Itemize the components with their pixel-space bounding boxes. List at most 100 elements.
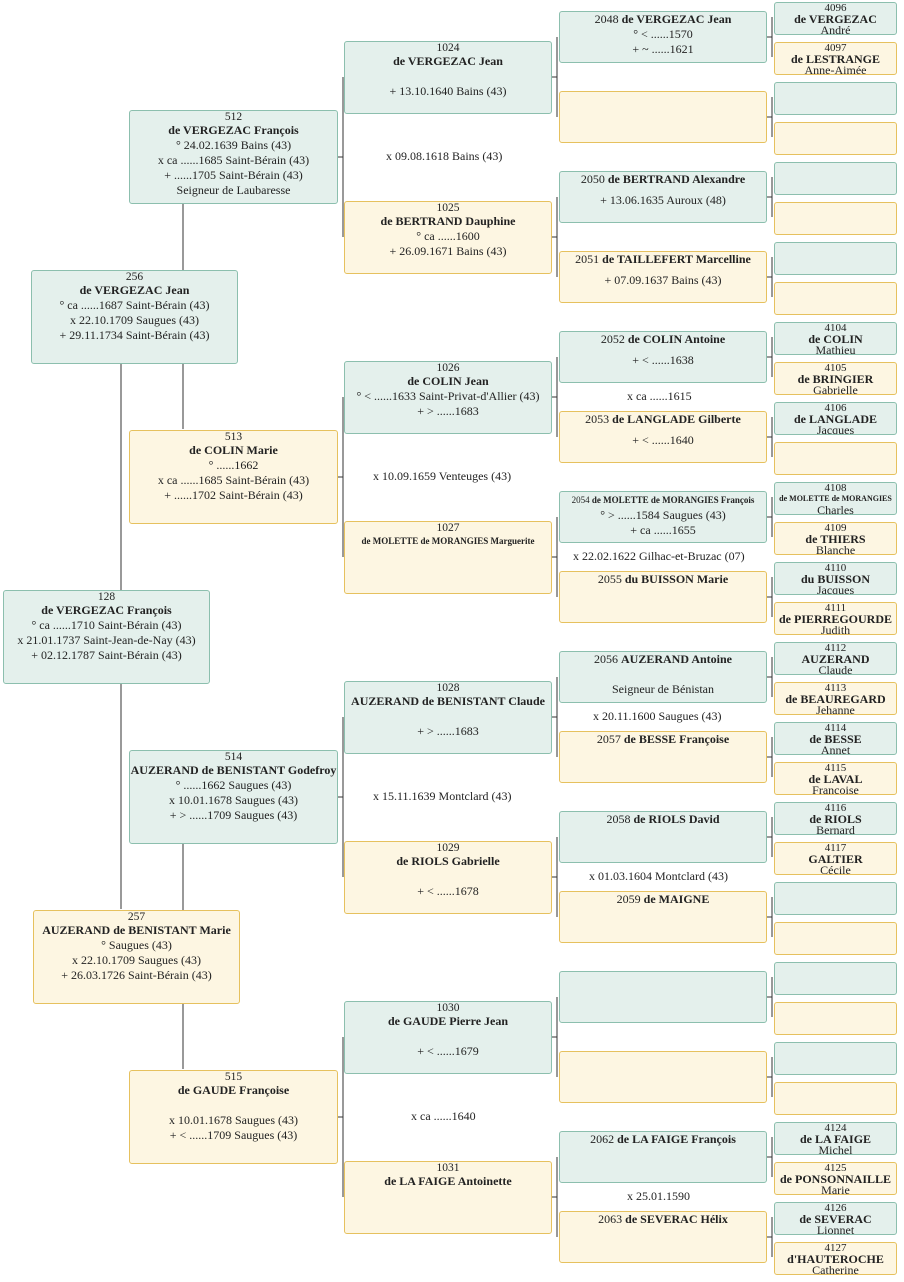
- person-512[interactable]: 512 de VERGEZAC François ° 24.02.1639 Ba…: [129, 110, 338, 204]
- person-2052[interactable]: 2052 de COLIN Antoine + < ......1638: [559, 331, 767, 383]
- person-256[interactable]: 256 de VERGEZAC Jean ° ca ......1687 Sai…: [31, 270, 238, 364]
- person-2060-empty[interactable]: [559, 971, 767, 1023]
- text-p1029-l3: + < ......1678: [417, 884, 479, 898]
- text-p2048-l3: + ~ ......1621: [632, 42, 694, 56]
- person-2053[interactable]: 2053 de LANGLADE Gilberte + < ......1640: [559, 411, 767, 463]
- person-514[interactable]: 514 AUZERAND de BENISTANT Godefroy ° ...…: [129, 750, 338, 844]
- person-1031[interactable]: 1031 de LA FAIGE Antoinette: [344, 1161, 552, 1234]
- person-4107-empty[interactable]: [774, 442, 897, 475]
- text-p1030-num: 1030: [436, 1002, 460, 1014]
- text-p128-l2: x 21.01.1737 Saint-Jean-de-Nay (43): [17, 633, 196, 647]
- person-4102-empty[interactable]: [774, 242, 897, 275]
- text-p1028-name: AUZERAND de BENISTANT Claude: [351, 694, 545, 708]
- text-p1030-l3: + < ......1679: [417, 1044, 479, 1058]
- text-p4108-first: Charles: [817, 503, 854, 515]
- person-513[interactable]: 513 de COLIN Marie ° ......1662 x ca ...…: [129, 430, 338, 524]
- person-2055[interactable]: 2055 du BUISSON Marie: [559, 571, 767, 623]
- marriage-514: x 15.11.1639 Montclard (43): [373, 789, 512, 803]
- text-p4106-first: Jacques: [816, 423, 855, 435]
- person-4103-empty[interactable]: [774, 282, 897, 315]
- text-p513-num: 513: [224, 431, 243, 443]
- person-1030[interactable]: 1030 de GAUDE Pierre Jean + < ......1679: [344, 1001, 552, 1074]
- person-2048[interactable]: 2048 de VERGEZAC Jean ° < ......1570 + ~…: [559, 11, 767, 63]
- text-p4126-first: Lionnet: [816, 1223, 855, 1235]
- text-p4115-name: de LAVAL: [808, 772, 863, 786]
- person-4100-empty[interactable]: [774, 162, 897, 195]
- text-p513-name: de COLIN Marie: [189, 443, 278, 457]
- person-2049-empty[interactable]: [559, 91, 767, 143]
- person-2061-empty[interactable]: [559, 1051, 767, 1103]
- text-p2048-name: de VERGEZAC Jean: [621, 12, 732, 26]
- text-p2054-l3: + ca ......1655: [630, 523, 696, 537]
- person-4123-empty[interactable]: [774, 1082, 897, 1115]
- person-1027[interactable]: 1027 de MOLETTE de MORANGIES Marguerite: [344, 521, 552, 594]
- text-p4113-num: 4113: [824, 682, 847, 694]
- person-1025[interactable]: 1025 de BERTRAND Dauphine ° ca ......160…: [344, 201, 552, 274]
- person-2057[interactable]: 2057 de BESSE Françoise: [559, 731, 767, 783]
- person-1024[interactable]: 1024 de VERGEZAC Jean + 13.10.1640 Bains…: [344, 41, 552, 114]
- text-p128-num: 128: [97, 591, 116, 603]
- person-4121-empty[interactable]: [774, 1002, 897, 1035]
- text-p514-l2: x 10.01.1678 Saugues (43): [169, 793, 298, 807]
- text-p4117-num: 4117: [824, 842, 847, 854]
- person-4101-empty[interactable]: [774, 202, 897, 235]
- marriage-1028: x 20.11.1600 Saugues (43): [593, 709, 722, 723]
- text-p4127-num: 4127: [824, 1242, 847, 1254]
- text-p1029-name: de RIOLS Gabrielle: [396, 854, 500, 868]
- text-p2052-num: 2052: [600, 332, 625, 346]
- person-4119-empty[interactable]: [774, 922, 897, 955]
- text-p512-l2: x ca ......1685 Saint-Bérain (43): [157, 153, 310, 167]
- text-p256-num: 256: [125, 271, 144, 283]
- text-p2054-name: de MOLETTE de MORANGIES François: [591, 495, 755, 505]
- person-2056[interactable]: 2056 AUZERAND Antoine Seigneur de Bénist…: [559, 651, 767, 703]
- text-p4124-name: de LA FAIGE: [799, 1132, 872, 1146]
- person-2051[interactable]: 2051 de TAILLEFERT Marcelline + 07.09.16…: [559, 251, 767, 303]
- text-p1025-l3: + 26.09.1671 Bains (43): [389, 244, 507, 258]
- text-p4112-num: 4112: [824, 642, 847, 654]
- person-515[interactable]: 515 de GAUDE Françoise x 10.01.1678 Saug…: [129, 1070, 338, 1164]
- person-2059[interactable]: 2059 de MAIGNE: [559, 891, 767, 943]
- text-p4108-name: de MOLETTE de MORANGIES: [779, 494, 892, 503]
- text-p257-num: 257: [127, 911, 146, 923]
- person-4118-empty[interactable]: [774, 882, 897, 915]
- person-128[interactable]: 128 de VERGEZAC François ° ca ......1710…: [3, 590, 210, 684]
- person-2050[interactable]: 2050 de BERTRAND Alexandre + 13.06.1635 …: [559, 171, 767, 223]
- person-2063[interactable]: 2063 de SEVERAC Hélix: [559, 1211, 767, 1263]
- text-p1031-num: 1031: [436, 1162, 460, 1174]
- person-1028[interactable]: 1028 AUZERAND de BENISTANT Claude + > ..…: [344, 681, 552, 754]
- person-4120-empty[interactable]: [774, 962, 897, 995]
- person-2062[interactable]: 2062 de LA FAIGE François: [559, 1131, 767, 1183]
- person-1026[interactable]: 1026 de COLIN Jean ° < ......1633 Saint-…: [344, 361, 552, 434]
- text-p515-num: 515: [224, 1071, 243, 1083]
- text-p512-l4: Seigneur de Laubaresse: [176, 183, 291, 197]
- person-1029[interactable]: 1029 de RIOLS Gabrielle + < ......1678: [344, 841, 552, 914]
- text-p4108-num: 4108: [824, 482, 847, 494]
- person-2054[interactable]: 2054 de MOLETTE de MORANGIES François ° …: [559, 491, 767, 543]
- text-p515-l2: x 10.01.1678 Saugues (43): [169, 1113, 298, 1127]
- person-4098-empty[interactable]: [774, 82, 897, 115]
- person-2058[interactable]: 2058 de RIOLS David: [559, 811, 767, 863]
- text-p2050-num: 2050: [580, 172, 605, 186]
- person-257[interactable]: 257 AUZERAND de BENISTANT Marie ° Saugue…: [33, 910, 240, 1004]
- person-4099-empty[interactable]: [774, 122, 897, 155]
- person-4122-empty[interactable]: [774, 1042, 897, 1075]
